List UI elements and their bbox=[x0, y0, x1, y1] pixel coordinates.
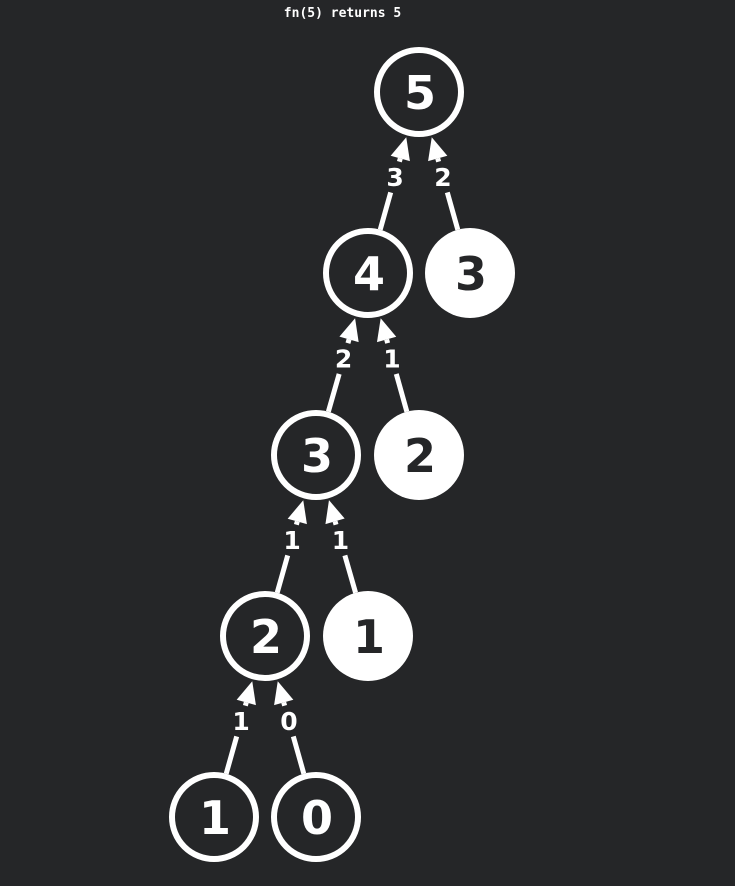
edge-line bbox=[325, 373, 342, 413]
node-value: 2 bbox=[250, 610, 282, 664]
node-value: 1 bbox=[353, 610, 385, 664]
arrowhead bbox=[428, 137, 448, 162]
edge-line bbox=[435, 157, 442, 163]
arrowhead bbox=[325, 500, 345, 525]
node-value: 4 bbox=[353, 247, 385, 301]
edge-line bbox=[377, 191, 394, 231]
filled-node-circle bbox=[323, 591, 413, 681]
edge-line bbox=[242, 701, 249, 707]
tree-node-n3: 3 bbox=[271, 410, 361, 500]
edges-layer: 3 2 2 1 1 1 1 0 bbox=[223, 137, 461, 775]
edge-label: 1 bbox=[332, 526, 349, 555]
edge-n2-to-n3: 1 bbox=[274, 500, 307, 594]
edge-line bbox=[444, 191, 461, 231]
edge-line bbox=[332, 520, 339, 526]
edge-n3-to-n4: 2 bbox=[325, 318, 359, 413]
edge-n2b-to-n4: 1 bbox=[376, 318, 410, 413]
edge-label: 2 bbox=[434, 163, 451, 192]
edge-n0-to-n2: 0 bbox=[274, 681, 307, 775]
edge-n4-to-n5: 3 bbox=[377, 137, 410, 231]
nodes-layer: 5 4 3 3 2 2 1 1 0 bbox=[169, 47, 515, 862]
edge-label: 1 bbox=[383, 345, 400, 374]
outline-node-circle bbox=[220, 591, 310, 681]
tree-node-n1: 1 bbox=[169, 772, 259, 862]
edge-line bbox=[293, 520, 300, 526]
node-value: 3 bbox=[301, 429, 333, 483]
edge-line bbox=[345, 338, 352, 344]
arrowhead bbox=[390, 137, 410, 162]
tree-node-n2b: 2 bbox=[374, 410, 464, 500]
node-value: 2 bbox=[404, 429, 436, 483]
outline-node-circle bbox=[271, 772, 361, 862]
tree-node-n1b: 1 bbox=[323, 591, 413, 681]
edge-label: 3 bbox=[386, 163, 403, 192]
node-value: 3 bbox=[455, 247, 487, 301]
edge-label: 1 bbox=[283, 526, 300, 555]
tree-node-n2: 2 bbox=[220, 591, 310, 681]
edge-line bbox=[223, 735, 240, 775]
diagram-title: fn(5) returns 5 bbox=[283, 6, 402, 21]
tree-node-n3b: 3 bbox=[425, 228, 515, 318]
outline-node-circle bbox=[323, 228, 413, 318]
tree-node-n4: 4 bbox=[323, 228, 413, 318]
node-value: 1 bbox=[199, 791, 231, 845]
edge-n3b-to-n5: 2 bbox=[428, 137, 461, 231]
edge-line bbox=[274, 554, 291, 594]
filled-node-circle bbox=[374, 410, 464, 500]
arrowhead bbox=[376, 318, 397, 343]
arrowhead bbox=[274, 681, 294, 706]
tree-node-n0: 0 bbox=[271, 772, 361, 862]
node-value: 5 bbox=[404, 66, 436, 120]
edge-label: 2 bbox=[335, 345, 352, 374]
edge-n1b-to-n3: 1 bbox=[325, 500, 358, 594]
arrowhead bbox=[339, 318, 359, 343]
outline-node-circle bbox=[169, 772, 259, 862]
node-value: 0 bbox=[301, 791, 333, 845]
edge-label: 0 bbox=[280, 707, 297, 736]
outline-node-circle bbox=[271, 410, 361, 500]
edge-line bbox=[342, 554, 358, 594]
edge-line bbox=[396, 157, 403, 163]
edge-label: 1 bbox=[232, 707, 249, 736]
outline-node-circle bbox=[374, 47, 464, 137]
tree-node-n5: 5 bbox=[374, 47, 464, 137]
edge-line bbox=[384, 338, 391, 344]
edge-line bbox=[281, 701, 288, 707]
arrowhead bbox=[287, 500, 307, 525]
edge-n1-to-n2: 1 bbox=[223, 681, 256, 775]
filled-node-circle bbox=[425, 228, 515, 318]
edge-line bbox=[290, 735, 307, 775]
edge-line bbox=[393, 373, 410, 413]
arrowhead bbox=[236, 681, 256, 706]
